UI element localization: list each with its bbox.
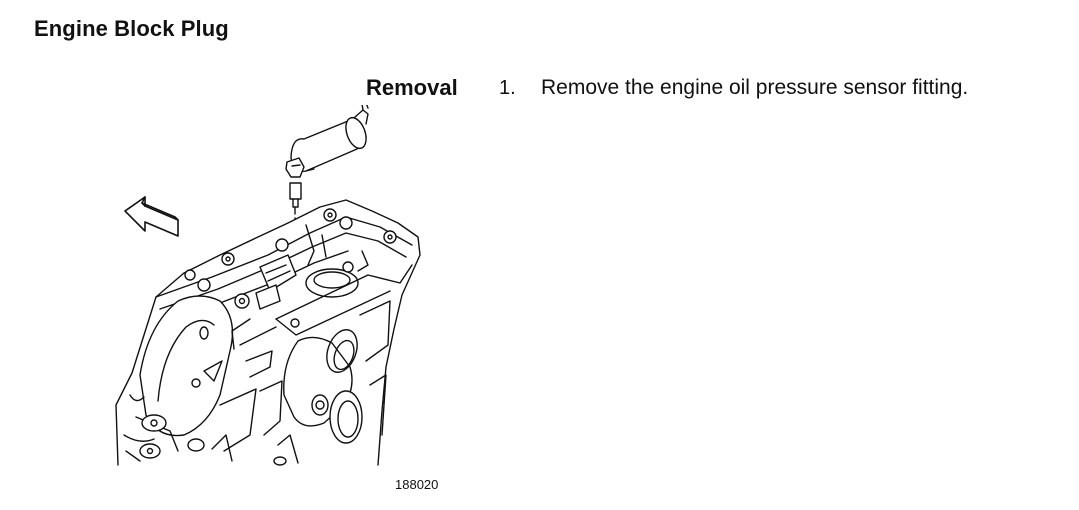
figure-id: 188020 bbox=[395, 477, 439, 492]
engine-block-illustration bbox=[115, 105, 421, 466]
procedure-step: 1. Remove the engine oil pressure sensor … bbox=[499, 76, 968, 100]
step-number: 1. bbox=[499, 77, 516, 99]
engine-block-drawing-icon bbox=[115, 199, 421, 466]
oil-pressure-sensor-icon bbox=[290, 105, 369, 173]
step-text: Remove the engine oil pressure sensor fi… bbox=[541, 76, 969, 99]
procedure-label: Removal bbox=[366, 75, 458, 100]
section-heading: Engine Block Plug bbox=[34, 16, 229, 41]
direction-arrow-icon bbox=[124, 196, 179, 237]
